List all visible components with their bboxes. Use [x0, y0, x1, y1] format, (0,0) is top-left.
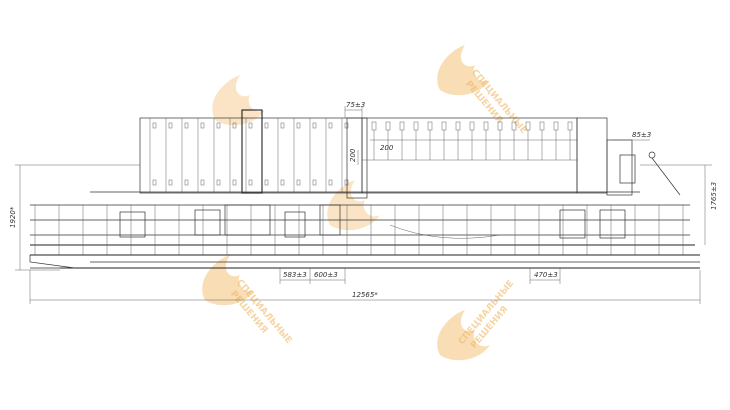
base-frame — [29, 254, 700, 269]
panel-latch — [280, 179, 285, 186]
flame-logo-icon — [437, 310, 490, 361]
machinery — [119, 204, 626, 239]
hook — [455, 121, 461, 131]
dim-top-85: 85±3 — [632, 131, 651, 139]
dim-bottom-583: 583±3 — [283, 271, 307, 279]
hook — [441, 121, 447, 131]
panel-latch — [344, 122, 349, 129]
panel-latch — [232, 122, 237, 129]
dim-overall-length: 12565* — [352, 291, 378, 299]
dim-inner-200-v: 200 — [349, 148, 357, 162]
flame-logo-icon — [437, 45, 490, 96]
panel-latch — [168, 122, 173, 129]
hook — [371, 121, 377, 131]
hook — [413, 121, 419, 131]
dim-inner-200-h: 200 — [380, 144, 394, 152]
dim-bottom-600: 600±3 — [314, 271, 338, 279]
hook — [539, 121, 545, 131]
hook — [385, 121, 391, 131]
dimension-lines — [15, 106, 712, 304]
panel-latch — [152, 122, 157, 129]
watermark-middle — [212, 75, 265, 126]
panel-latch — [216, 122, 221, 129]
panel-latch — [248, 179, 253, 186]
panel-latch — [200, 179, 205, 186]
dim-left-height: 1920* — [9, 206, 17, 228]
railing-posts — [34, 205, 684, 255]
panel-latch — [200, 122, 205, 129]
walkway-railing — [30, 191, 695, 255]
hook — [483, 121, 489, 131]
panel-dividers — [149, 118, 349, 193]
dim-right-height: 1765±3 — [710, 182, 718, 210]
panel-latch — [312, 179, 317, 186]
panel-latch — [328, 122, 333, 129]
dim-top-75: 75±3 — [346, 101, 365, 109]
panel-latch — [344, 179, 349, 186]
panel-latch — [312, 122, 317, 129]
watermark-top: СПЕЦИАЛЬНЫЕ РЕШЕНИЯ — [437, 45, 528, 136]
hook — [553, 121, 559, 131]
panel-latch — [152, 179, 157, 186]
panel-latch — [216, 179, 221, 186]
lifting-hooks — [371, 121, 573, 160]
hook — [469, 121, 475, 131]
panel-latch — [264, 179, 269, 186]
end-cabinet — [576, 117, 608, 194]
panel-latch — [296, 179, 301, 186]
panel-latch — [280, 122, 285, 129]
flame-logo-icon — [212, 75, 265, 126]
hook — [399, 121, 405, 131]
panel-latch — [264, 122, 269, 129]
central-column — [241, 109, 263, 194]
panel-latch — [296, 122, 301, 129]
hook — [567, 121, 573, 131]
watermark-bottom-right: СПЕЦИАЛЬНЫЕ РЕШЕНИЯ — [437, 279, 516, 361]
hook — [427, 121, 433, 131]
dim-bottom-470: 470±3 — [534, 271, 558, 279]
panel-latch — [232, 179, 237, 186]
panel-latch — [328, 179, 333, 186]
panel-block-left — [139, 109, 368, 199]
panel-latch — [248, 122, 253, 129]
panel-latch — [184, 122, 189, 129]
panel-latch — [168, 179, 173, 186]
panel-latch — [184, 179, 189, 186]
